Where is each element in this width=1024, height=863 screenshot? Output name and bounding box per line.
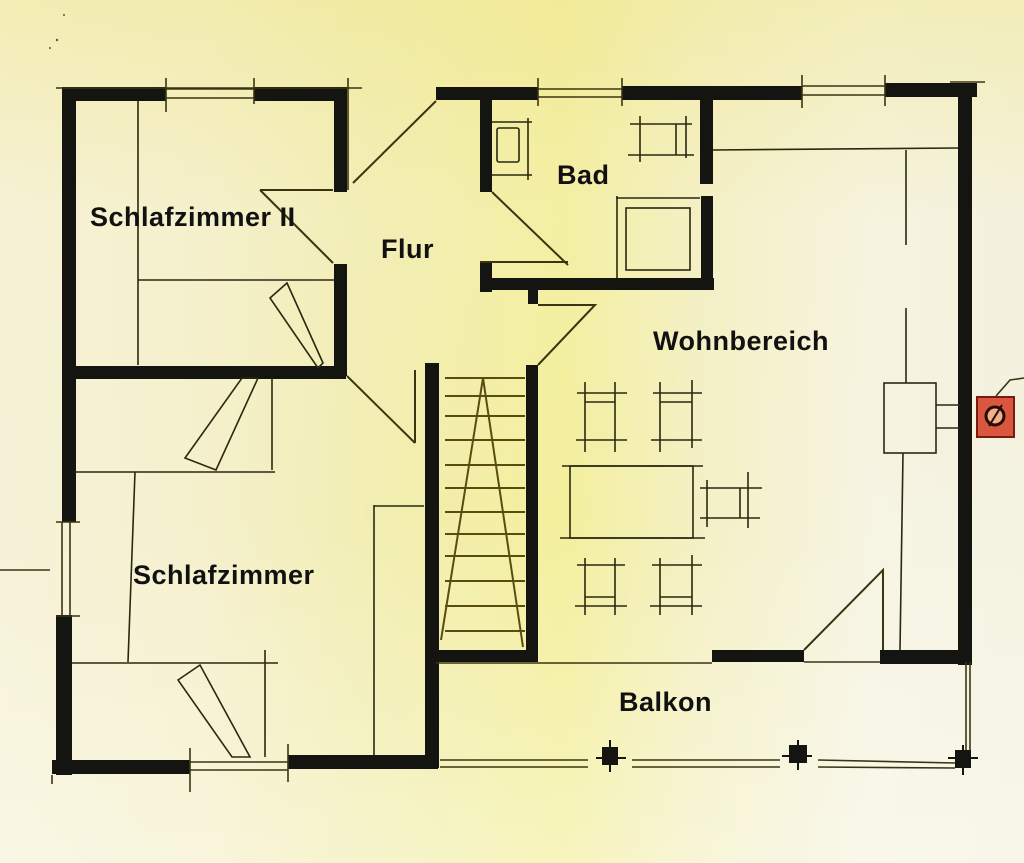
room-label-flur: Flur: [381, 234, 434, 264]
furniture: [72, 101, 960, 758]
room-label-balkon: Balkon: [619, 687, 713, 717]
room-label-wohnbereich: Wohnbereich: [653, 326, 830, 356]
dining-chairs: [575, 380, 762, 615]
chimney-stove: [976, 377, 1024, 438]
balcony-post-marks: [596, 740, 978, 775]
room-label-schlafzimmer: Schlafzimmer: [133, 560, 315, 590]
walls: [52, 83, 977, 775]
room-label-bad: Bad: [557, 160, 610, 190]
staircase: [440, 377, 525, 648]
room-label-schlafzimmer-2: Schlafzimmer II: [90, 202, 296, 232]
doors: [259, 100, 884, 651]
windows: [0, 75, 985, 792]
